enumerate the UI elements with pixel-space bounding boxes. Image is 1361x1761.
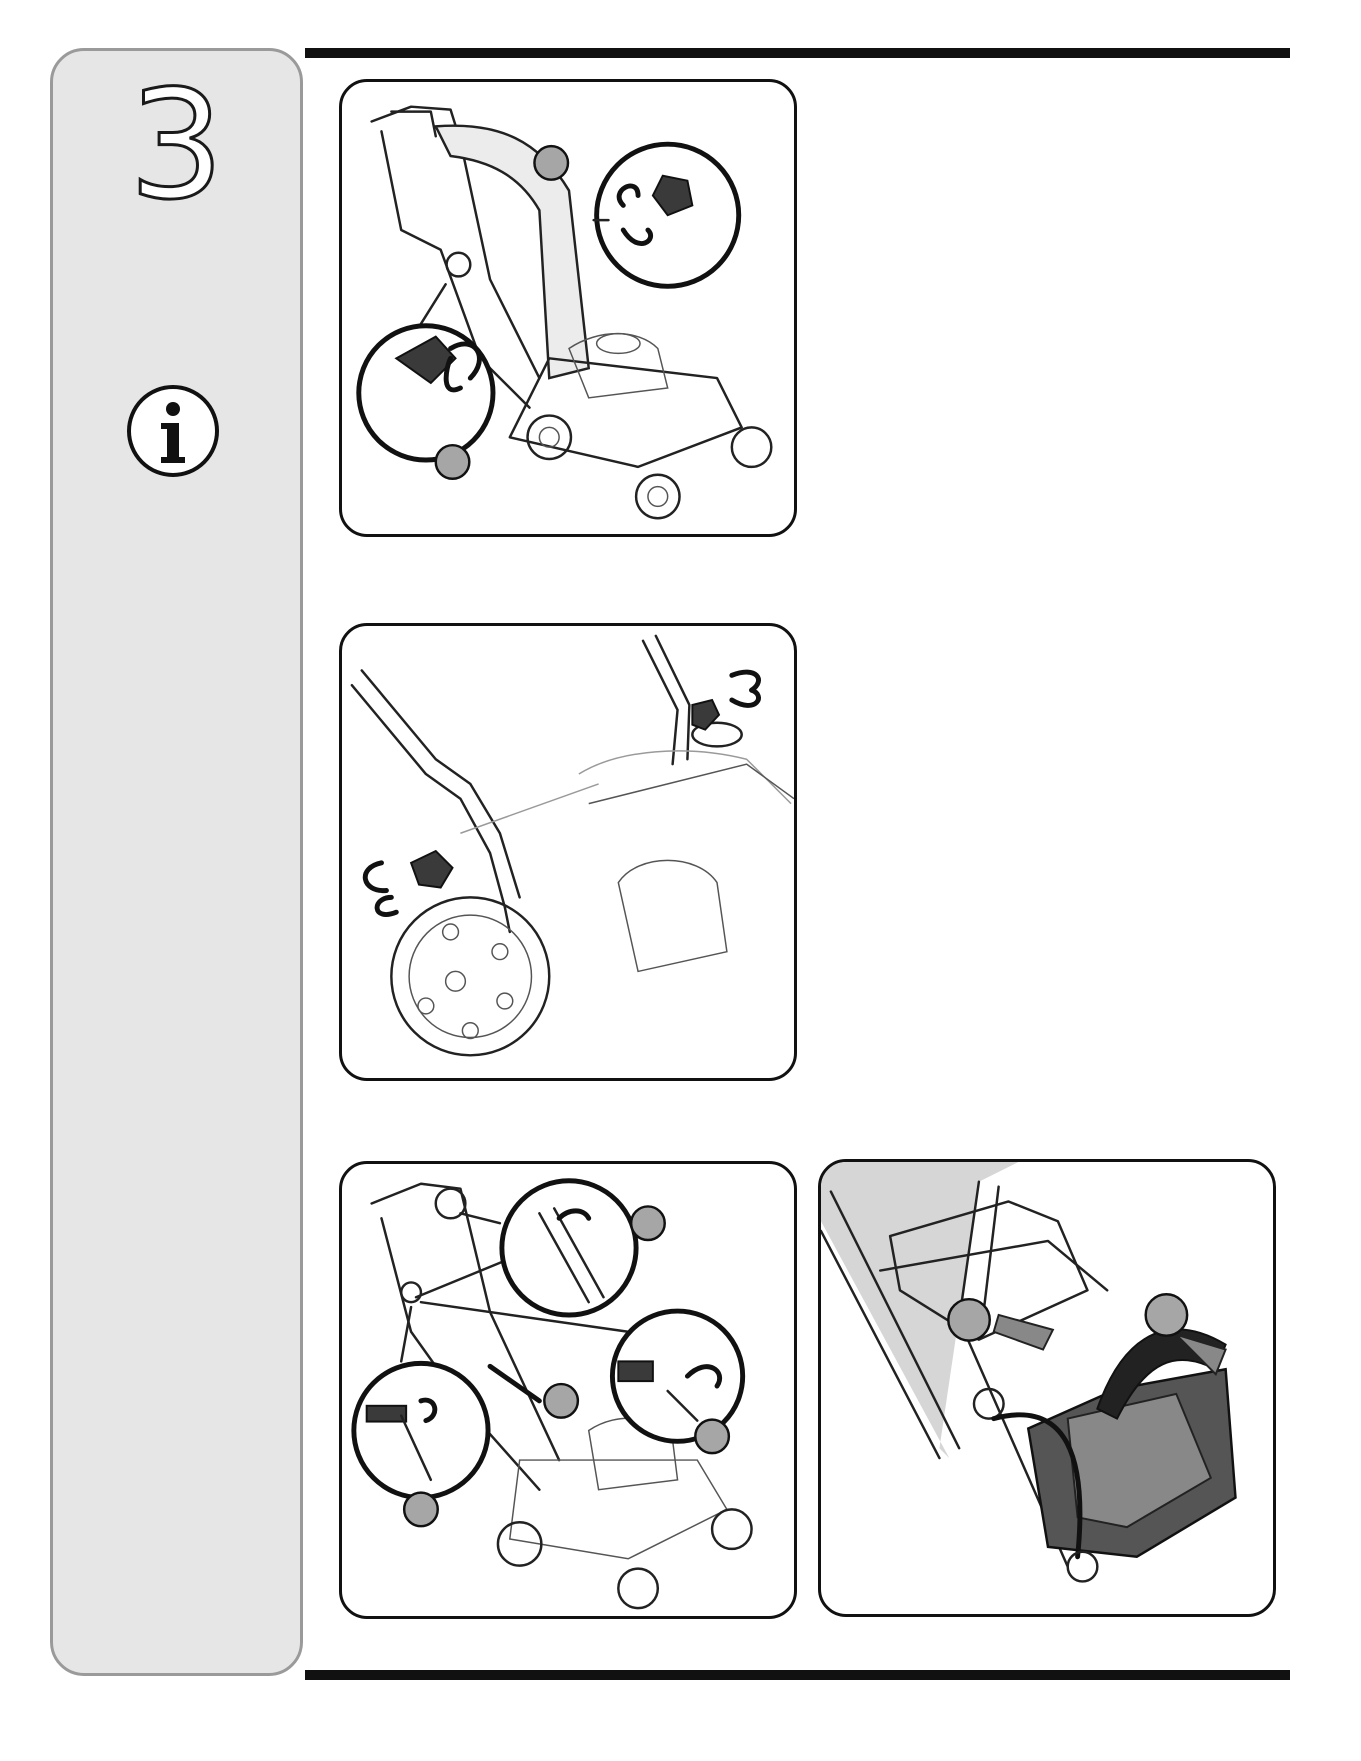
callout-marker — [404, 1493, 438, 1527]
callout-marker — [631, 1206, 665, 1240]
callout-marker — [1146, 1294, 1187, 1335]
callout-marker — [534, 146, 568, 180]
callout-marker — [948, 1299, 989, 1340]
handle-knob-illustration — [342, 626, 794, 1078]
cable-routing-illustration — [342, 1164, 794, 1616]
illustration-handle-fold — [339, 79, 797, 537]
illustration-cable-routing — [339, 1161, 797, 1619]
mower-handle-illustration — [342, 82, 794, 534]
top-rule — [305, 48, 1290, 58]
callout-marker — [544, 1384, 578, 1418]
grass-bag-illustration — [821, 1162, 1273, 1614]
callout-marker — [695, 1420, 729, 1454]
callout-marker — [436, 445, 470, 479]
step-number: 3 — [53, 71, 300, 221]
step-sidebar: 3 — [50, 48, 303, 1676]
illustration-handle-knobs — [339, 623, 797, 1081]
info-circle-icon — [123, 381, 223, 481]
bottom-rule — [305, 1670, 1290, 1680]
illustration-grass-bag — [818, 1159, 1276, 1617]
